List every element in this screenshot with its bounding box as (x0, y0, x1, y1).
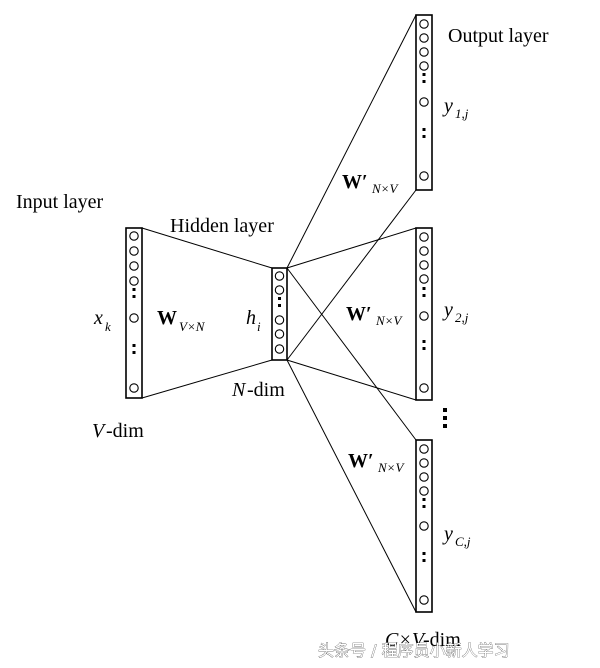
input-dim-label: V -dim (92, 420, 144, 442)
input-layer-title: Input layer (16, 191, 104, 213)
output-variable-label-1: y 1,j (442, 95, 469, 121)
output-variable-label-c: y C,j (442, 523, 471, 549)
hidden-output-connections (286, 14, 417, 613)
output-weight-label-1: W′ N×V (342, 171, 399, 196)
hidden-dim-label: N -dim (231, 379, 285, 401)
output-layer-vector-1 (415, 14, 433, 191)
output-weight-c: W′ (348, 450, 374, 472)
input-weight-label: W V×N (157, 307, 206, 334)
output-dim-var: C×V (385, 629, 427, 651)
hidden-layer-title: Hidden layer (170, 215, 274, 237)
yc-sub: C,j (455, 534, 471, 549)
input-var: x (93, 307, 103, 329)
input-weight-sub: V×N (179, 319, 206, 334)
output-dim-text: -dim (423, 629, 461, 651)
output-layers-ellipsis (443, 408, 447, 428)
output-dim-label: C×V -dim (385, 629, 461, 651)
watermark-text: 头条号 / 程序员小新人学习 (318, 641, 510, 660)
output-layer-vector-2 (415, 227, 433, 401)
input-layer-vector (125, 227, 143, 399)
hidden-variable-label: h i (246, 307, 261, 334)
hidden-layer-vector (271, 267, 288, 361)
hidden-dim-var: N (231, 379, 247, 401)
input-hidden-connections (141, 227, 273, 399)
hidden-dim-text: -dim (247, 379, 285, 401)
output-weight-2-sub: N×V (375, 313, 403, 328)
input-dim-var: V (92, 420, 107, 442)
input-weight: W (157, 307, 177, 329)
yc-var: y (442, 523, 453, 545)
input-variable-label: x k (93, 307, 111, 334)
output-layer-vector-c (415, 439, 433, 613)
output-weight-1-sub: N×V (371, 181, 399, 196)
output-weight-label-c: W′ N×V (348, 450, 405, 475)
y1-sub: 1,j (455, 106, 469, 121)
output-weight-label-2: W′ N×V (346, 303, 403, 328)
y2-sub: 2,j (455, 310, 469, 325)
input-dim-text: -dim (106, 420, 144, 442)
hidden-var-sub: i (257, 319, 261, 334)
output-weight-1: W′ (342, 171, 368, 193)
input-var-sub: k (105, 319, 111, 334)
output-weight-c-sub: N×V (377, 460, 405, 475)
y1-var: y (442, 95, 453, 117)
y2-var: y (442, 299, 453, 321)
output-weight-2: W′ (346, 303, 372, 325)
hidden-var: h (246, 307, 256, 329)
output-variable-label-2: y 2,j (442, 299, 469, 325)
output-layer-title: Output layer (448, 25, 549, 47)
